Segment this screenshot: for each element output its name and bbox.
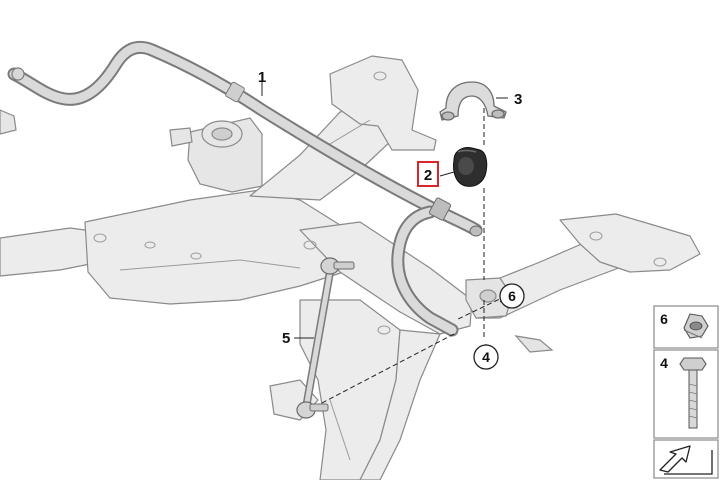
callout-2: 2 — [424, 167, 432, 184]
circle-callout-6 — [499, 283, 525, 309]
subframe-details — [93, 71, 667, 461]
left-mount — [169, 117, 263, 193]
legend-bolt-number: 4 — [660, 355, 668, 371]
highlight-box — [417, 161, 439, 187]
arrow-icon — [659, 445, 713, 475]
lower-right-mount — [465, 277, 554, 353]
circle-callout-4 — [473, 344, 499, 370]
callout-1: 1 — [258, 69, 266, 86]
left-edge-part — [0, 109, 17, 135]
callout-5: 5 — [282, 330, 290, 347]
assembly-dashed-lines — [319, 108, 507, 405]
circle-callout-6-label: 6 — [508, 288, 516, 304]
legend-nut-number: 6 — [660, 311, 668, 327]
bracket — [439, 81, 507, 121]
circle-callout-4-label: 4 — [482, 349, 490, 365]
bolt-icon — [679, 357, 707, 429]
rubber-mount — [453, 147, 488, 187]
nut-icon — [683, 313, 709, 339]
callout-3: 3 — [514, 91, 522, 108]
stabilizer-link — [296, 257, 355, 419]
legend-panel: 6 4 — [653, 305, 719, 479]
stabilizer-bar — [7, 40, 483, 337]
